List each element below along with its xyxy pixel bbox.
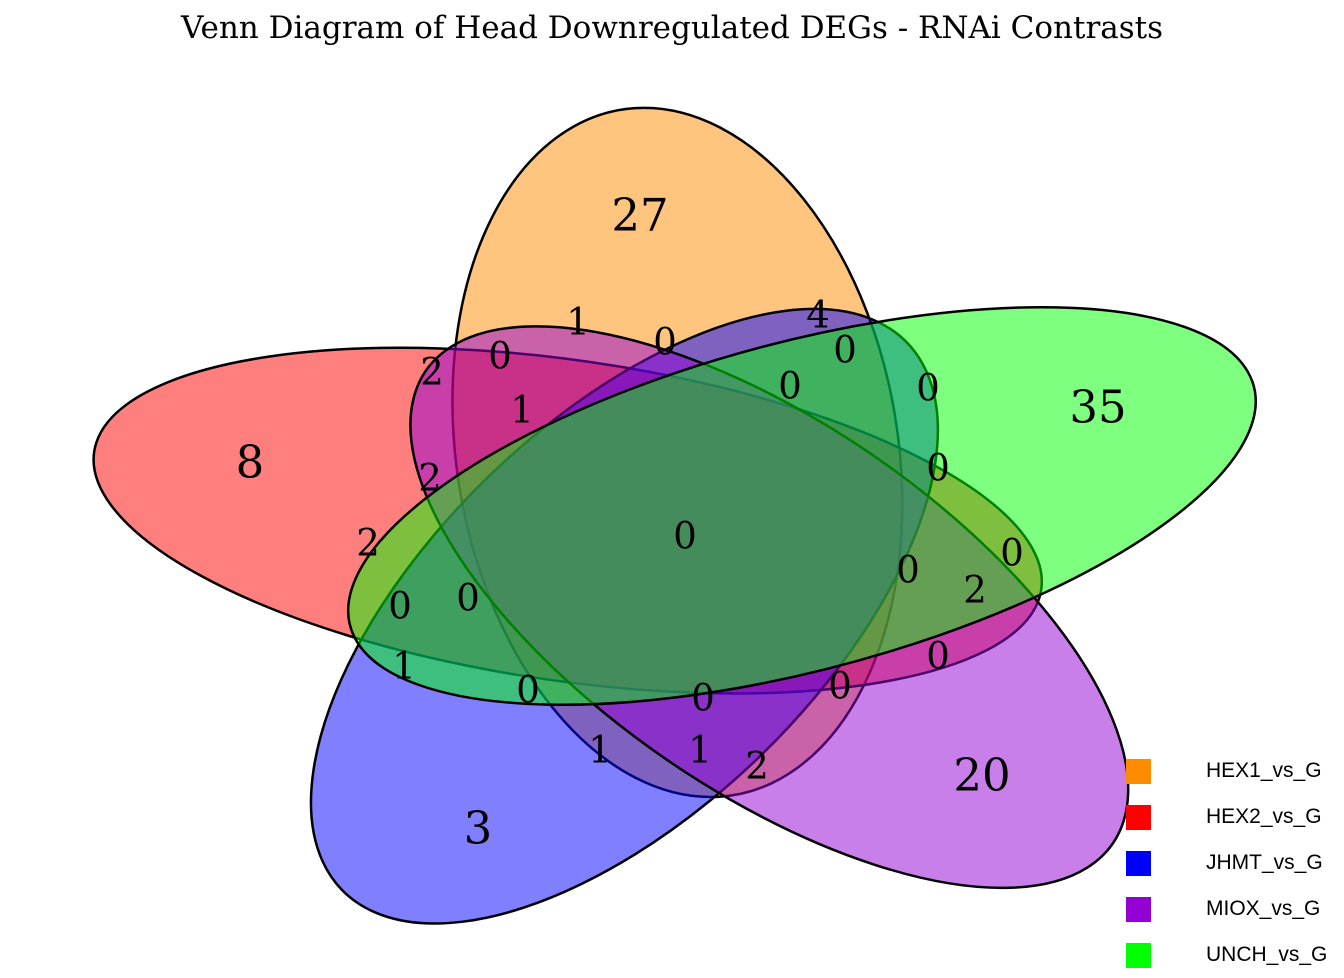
region-count: 0 [691,677,715,720]
region-count: 1 [566,301,590,344]
legend-label: UNCH_vs_G [1206,943,1328,966]
region-count: 0 [926,447,950,490]
region-count: 0 [926,635,950,678]
region-count: 2 [420,351,444,394]
legend-label: HEX2_vs_G [1206,805,1322,828]
region-count: 0 [896,549,920,592]
region-count: 0 [456,577,480,620]
legend-label: JHMT_vs_G [1206,851,1323,874]
legend-item-hex1-vs-g: HEX1_vs_G [1126,748,1344,794]
legend-label: HEX1_vs_G [1206,759,1322,782]
region-count: 4 [806,294,830,337]
legend-item-unch-vs-g: UNCH_vs_G [1126,932,1344,978]
legend-swatch-icon [1126,804,1151,830]
legend-item-miox-vs-g: MIOX_vs_G [1126,886,1344,932]
legend-swatch-icon [1126,850,1151,876]
legend-swatch-icon [1126,896,1151,922]
legend-swatch-icon [1126,758,1151,784]
region-count: 2 [418,457,442,500]
region-count: 1 [392,645,416,688]
legend-swatch-icon [1126,942,1151,968]
legend-item-jhmt-vs-g: JHMT_vs_G [1126,840,1344,886]
region-count: 0 [653,321,677,364]
region-count: 2 [356,522,380,565]
region-count: 0 [488,335,512,378]
region-count: 8 [236,436,265,489]
region-count: 0 [1000,532,1024,575]
legend-item-hex2-vs-g: HEX2_vs_G [1126,794,1344,840]
chart-title: Venn Diagram of Head Downregulated DEGs … [180,10,1164,46]
region-count: 0 [916,367,940,410]
region-count: 0 [673,515,697,558]
region-count: 1 [510,389,534,432]
legend: HEX1_vs_G HEX2_vs_G JHMT_vs_G MIOX_vs_G UNCH… [1126,748,1344,978]
region-count: 2 [963,569,987,612]
region-count: 0 [516,669,540,712]
region-count: 1 [688,729,712,772]
region-count: 0 [778,365,802,408]
region-count: 3 [464,802,493,855]
region-count: 2 [745,745,769,788]
region-count: 0 [388,585,412,628]
region-count: 0 [828,665,852,708]
legend-label: MIOX_vs_G [1206,897,1321,920]
region-count: 35 [1069,381,1126,434]
region-count: 1 [588,729,612,772]
region-count: 20 [953,749,1010,802]
venn-ellipse-layer [46,94,1334,960]
region-count: 0 [833,329,857,372]
region-count: 27 [611,189,668,242]
venn-ellipse-unch-vs-g [270,225,1334,787]
